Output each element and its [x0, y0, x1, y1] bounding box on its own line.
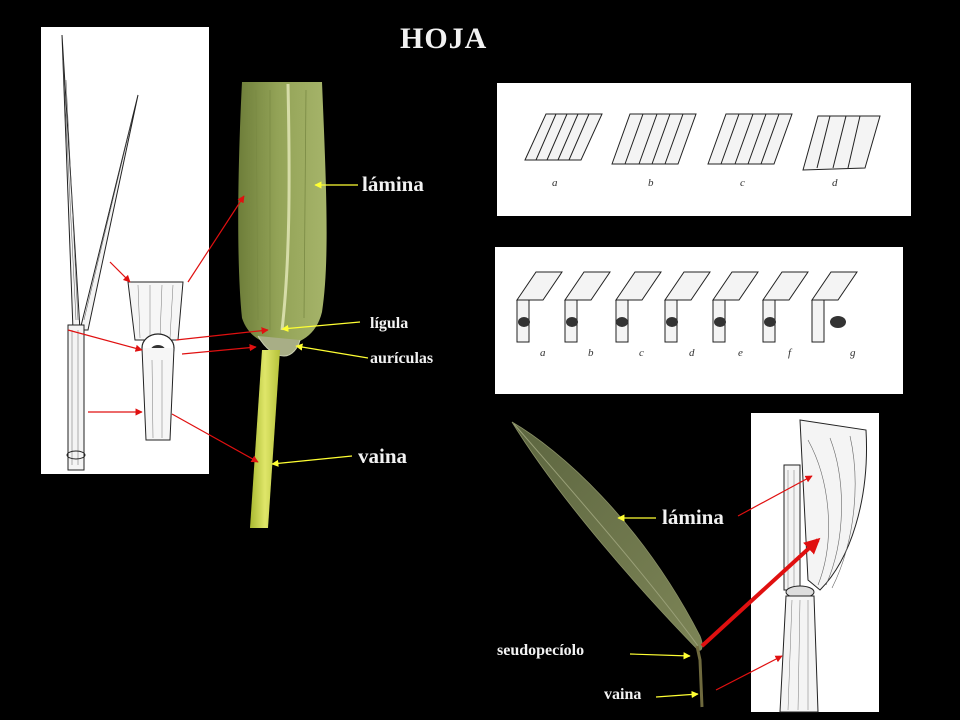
leaf-photo-panel: [213, 82, 427, 536]
ligule-types-sketch-panel: a b c d e f g: [495, 247, 903, 394]
label-auriculas: aurículas: [370, 350, 434, 367]
sketch2-letter-g: g: [850, 347, 856, 359]
sketch1-letter-a: a: [552, 177, 558, 189]
sketch2-letter-a: a: [540, 347, 546, 359]
vernation-sketch-panel: a b c d: [497, 83, 911, 216]
sketch1-letter-b: b: [648, 177, 654, 189]
red-pointer-lines: [67, 195, 813, 691]
sketch1-letter-c: c: [740, 177, 745, 189]
sheath-sketch-panel: [751, 413, 879, 713]
leaf-drawing-panel: [41, 27, 209, 474]
label-vaina-top: vaina: [358, 444, 408, 468]
label-lamina-top: lámina: [362, 172, 424, 196]
label-vaina-bottom: vaina: [604, 686, 642, 703]
sketch2-letter-b: b: [588, 347, 594, 359]
sketch2-letter-d: d: [689, 347, 695, 359]
sketch2-letter-e: e: [738, 347, 743, 359]
label-ligula: lígula: [370, 315, 409, 332]
slide-title: HOJA: [400, 22, 488, 55]
yellow-pointer-lines: [271, 181, 699, 699]
sketch2-letter-f: f: [788, 347, 793, 359]
label-seudopeciolo: seudopecíolo: [497, 642, 585, 659]
label-lamina-bottom: lámina: [662, 505, 724, 529]
pseudopetiole-photo-panel: [494, 413, 738, 708]
sketch1-letter-d: d: [832, 177, 838, 189]
sketch2-letter-c: c: [639, 347, 644, 359]
red-thick-arrow: [700, 537, 821, 648]
